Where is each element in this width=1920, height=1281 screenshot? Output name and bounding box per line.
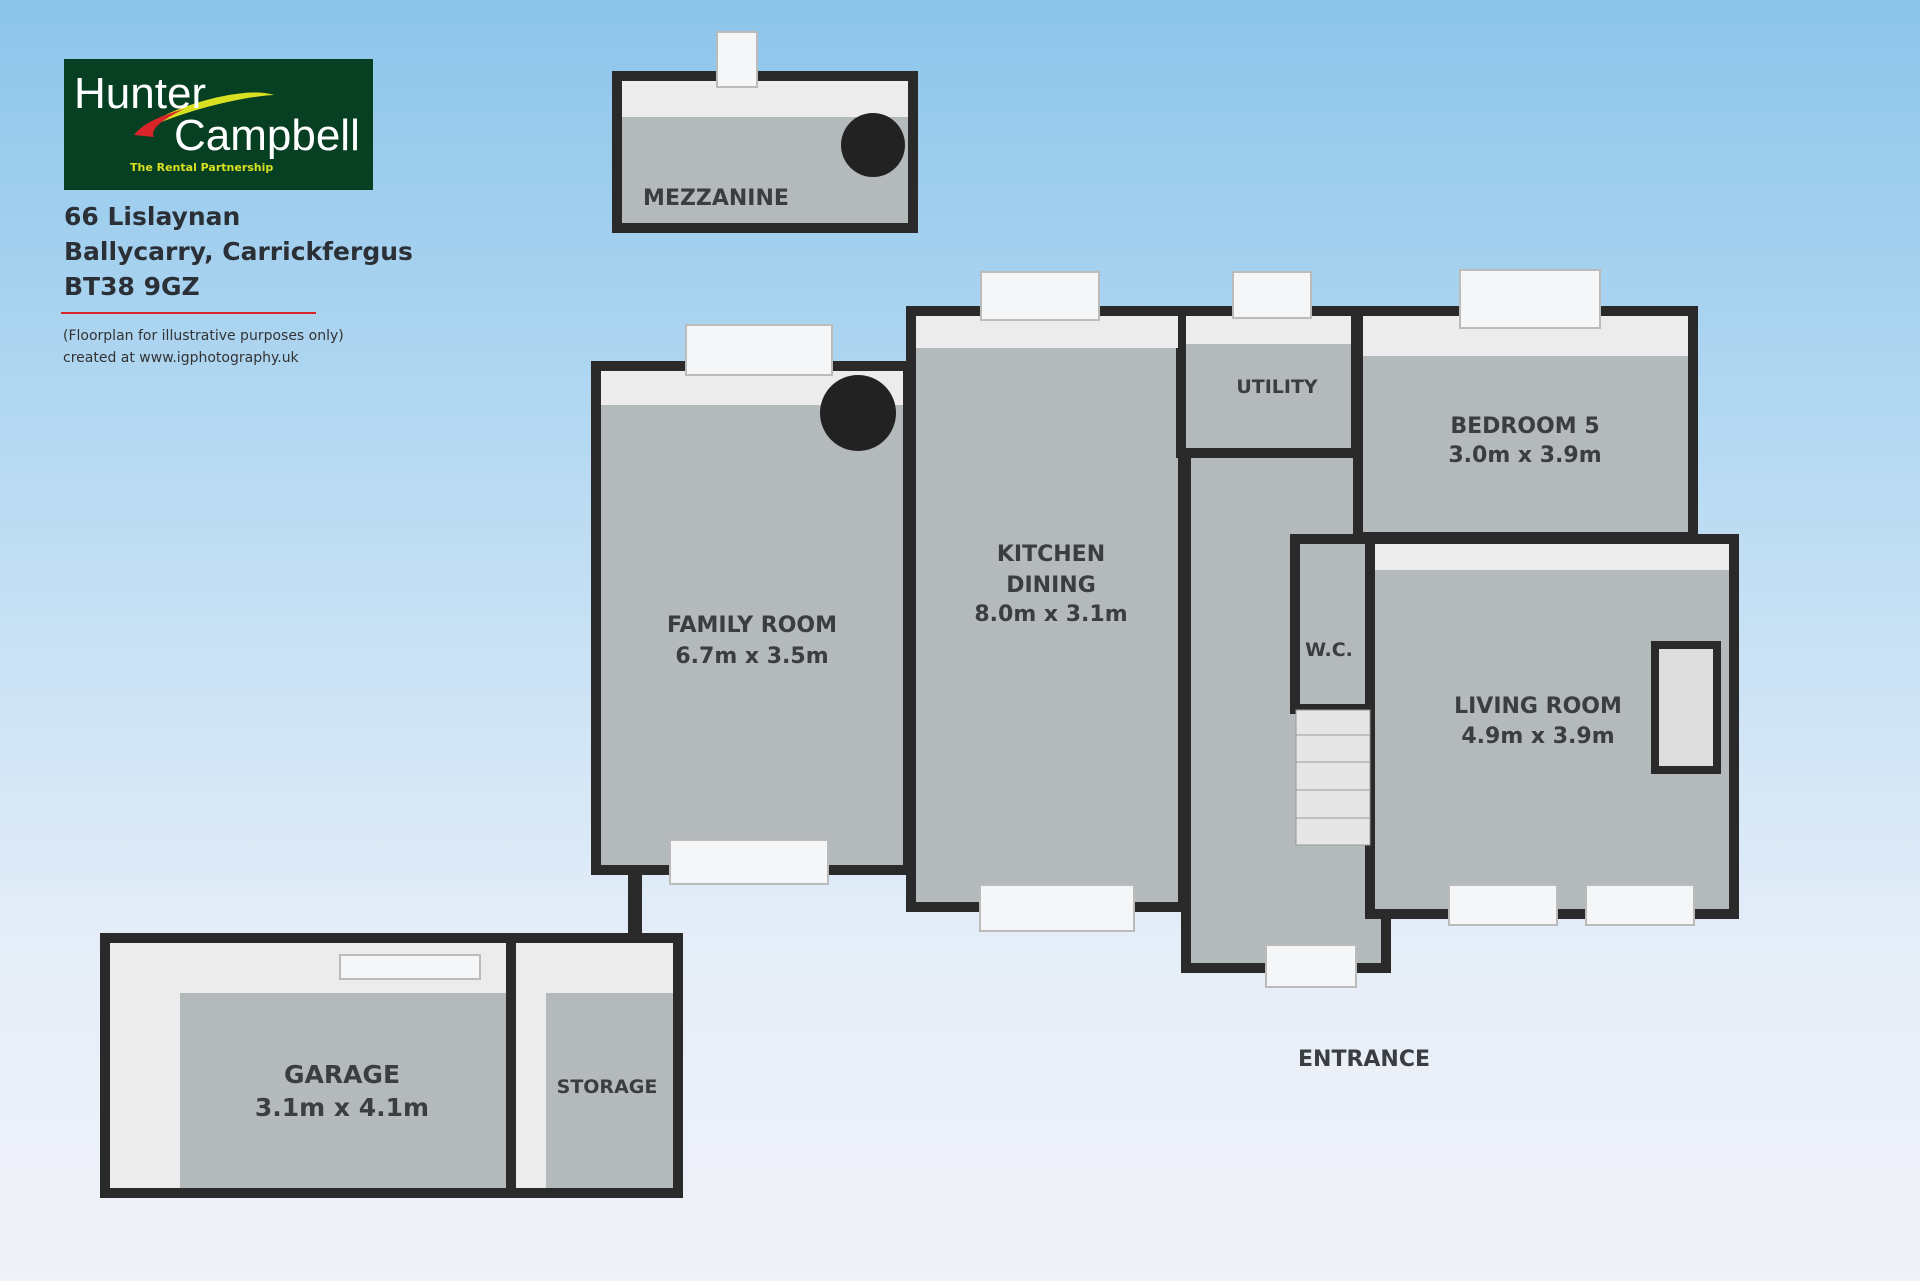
label-storage: STORAGE — [557, 1076, 658, 1098]
footnote-line: created at www.igphotography.uk — [63, 350, 299, 366]
label-dining: DINING — [1006, 573, 1096, 598]
label-entrance: ENTRANCE — [1298, 1047, 1430, 1072]
property-address: 66 Lislaynan Ballycarry, Carrickfergus B… — [64, 199, 413, 304]
size-garage: 3.1m x 4.1m — [255, 1093, 429, 1122]
label-family-room: FAMILY ROOM — [667, 613, 837, 638]
label-living-room: LIVING ROOM — [1454, 694, 1622, 719]
label-bedroom-5: BEDROOM 5 — [1450, 414, 1599, 439]
spiral-staircase-icon — [841, 113, 905, 177]
spiral-staircase-icon — [820, 375, 896, 451]
address-line: 66 Lislaynan — [64, 202, 241, 231]
connector-wall — [628, 875, 642, 933]
logo-text-campbell: Campbell — [174, 111, 360, 160]
footnote-line: (Floorplan for illustrative purposes onl… — [63, 328, 344, 344]
label-kitchen: KITCHEN — [997, 542, 1105, 567]
address-line: BT38 9GZ — [64, 272, 200, 301]
label-mezzanine: MEZZANINE — [643, 186, 789, 211]
size-bedroom-5: 3.0m x 3.9m — [1448, 443, 1601, 468]
windows — [339, 31, 1695, 988]
logo-text-hunter: Hunter — [74, 69, 207, 118]
staircase — [1295, 709, 1371, 846]
logo-swoosh-icon — [134, 92, 274, 137]
size-family-room: 6.7m x 3.5m — [675, 644, 828, 669]
address-line: Ballycarry, Carrickfergus — [64, 237, 413, 266]
divider — [61, 312, 316, 314]
fireplace — [1651, 641, 1721, 774]
size-kitchen: 8.0m x 3.1m — [974, 602, 1127, 627]
label-utility: UTILITY — [1236, 376, 1318, 398]
company-logo: Hunter Campbell The Rental Partnership — [64, 59, 373, 190]
room-wc — [1290, 534, 1375, 714]
logo-tagline: The Rental Partnership — [130, 161, 274, 174]
label-wc: W.C. — [1305, 639, 1353, 661]
label-garage: GARAGE — [284, 1060, 400, 1089]
footnote: (Floorplan for illustrative purposes onl… — [63, 325, 344, 369]
size-living-room: 4.9m x 3.9m — [1461, 724, 1614, 749]
